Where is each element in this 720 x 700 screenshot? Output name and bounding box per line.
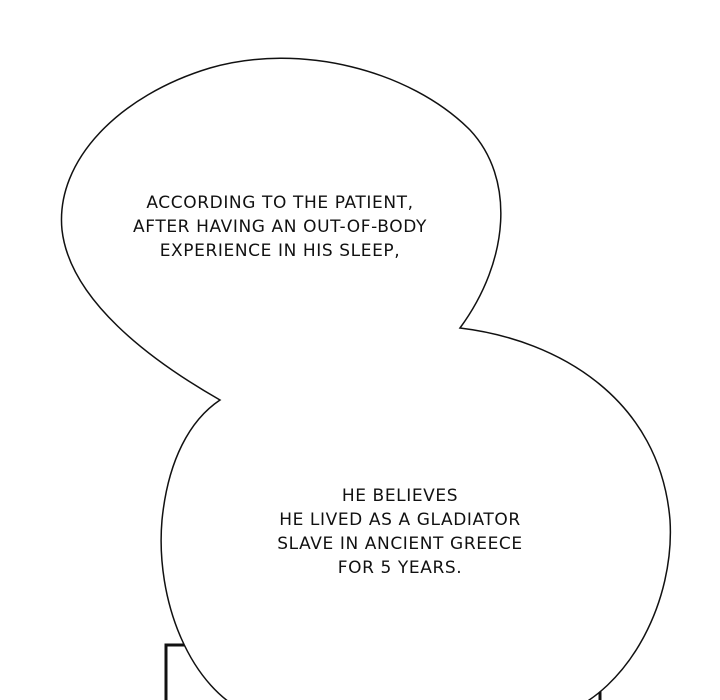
dialogue-line: ACCORDING TO THE PATIENT,	[146, 193, 414, 213]
dialogue-line: FOR 5 YEARS.	[337, 558, 463, 578]
dialogue-line: EXPERIENCE IN HIS SLEEP,	[159, 241, 401, 261]
speech-bubble-text-bottom: HE BELIEVES HE LIVED AS A GLADIATOR SLAV…	[235, 484, 565, 580]
speech-bubble-text-top: ACCORDING TO THE PATIENT, AFTER HAVING A…	[100, 191, 460, 263]
dialogue-line: HE LIVED AS A GLADIATOR	[279, 510, 521, 530]
speech-bubble-outline	[60, 57, 672, 700]
dialogue-line: HE BELIEVES	[341, 486, 459, 506]
dialogue-line: AFTER HAVING AN OUT-OF-BODY	[133, 217, 427, 237]
dialogue-line: SLAVE IN ANCIENT GREECE	[277, 534, 523, 554]
